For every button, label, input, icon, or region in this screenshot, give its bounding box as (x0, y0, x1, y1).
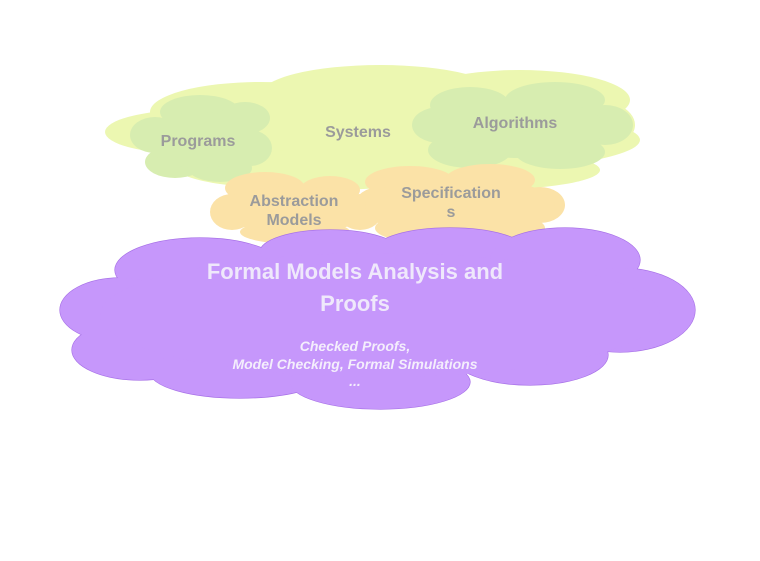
specifications-cloud-lobe (365, 177, 555, 233)
formal-sub-line2: Model Checking, Formal Simulations (232, 355, 478, 372)
specifications-label: Specification s (388, 184, 514, 222)
algorithms-label-text: Algorithms (472, 115, 558, 132)
formal-sub-line3: ... (349, 373, 361, 389)
abstraction-cloud-lobe (223, 186, 367, 234)
abstraction-models-label: Abstraction Models (234, 192, 354, 230)
abstraction-label-line1: Abstraction (249, 193, 339, 210)
programs-label: Programs (148, 132, 248, 151)
algorithms-label: Algorithms (460, 114, 570, 133)
programs-cloud (130, 95, 272, 182)
formal-title-line1: Formal Models Analysis and (206, 259, 504, 284)
specifications-label-line1: Specification (401, 185, 501, 202)
formal-models-subtitle: Checked Proofs, Model Checking, Formal S… (195, 338, 515, 391)
programs-cloud-lobe (145, 112, 255, 168)
specifications-label-line2: s (446, 204, 456, 222)
formal-title-line2: Proofs (320, 290, 390, 316)
systems-label: Systems (308, 123, 408, 142)
formal-models-cloud (59, 227, 696, 410)
algorithms-cloud-lobe (435, 98, 605, 158)
algorithms-cloud (412, 82, 633, 169)
formal-models-title: Formal Models Analysis and Proofs (145, 256, 565, 320)
formal-cloud-lobe (100, 253, 660, 377)
systems-label-text: Systems (325, 124, 391, 141)
programs-label-text: Programs (160, 133, 236, 150)
abstraction-label-line2: Models (266, 212, 322, 230)
formal-sub-line1: Checked Proofs, (299, 338, 411, 354)
formal-cloud-fill (60, 228, 695, 409)
